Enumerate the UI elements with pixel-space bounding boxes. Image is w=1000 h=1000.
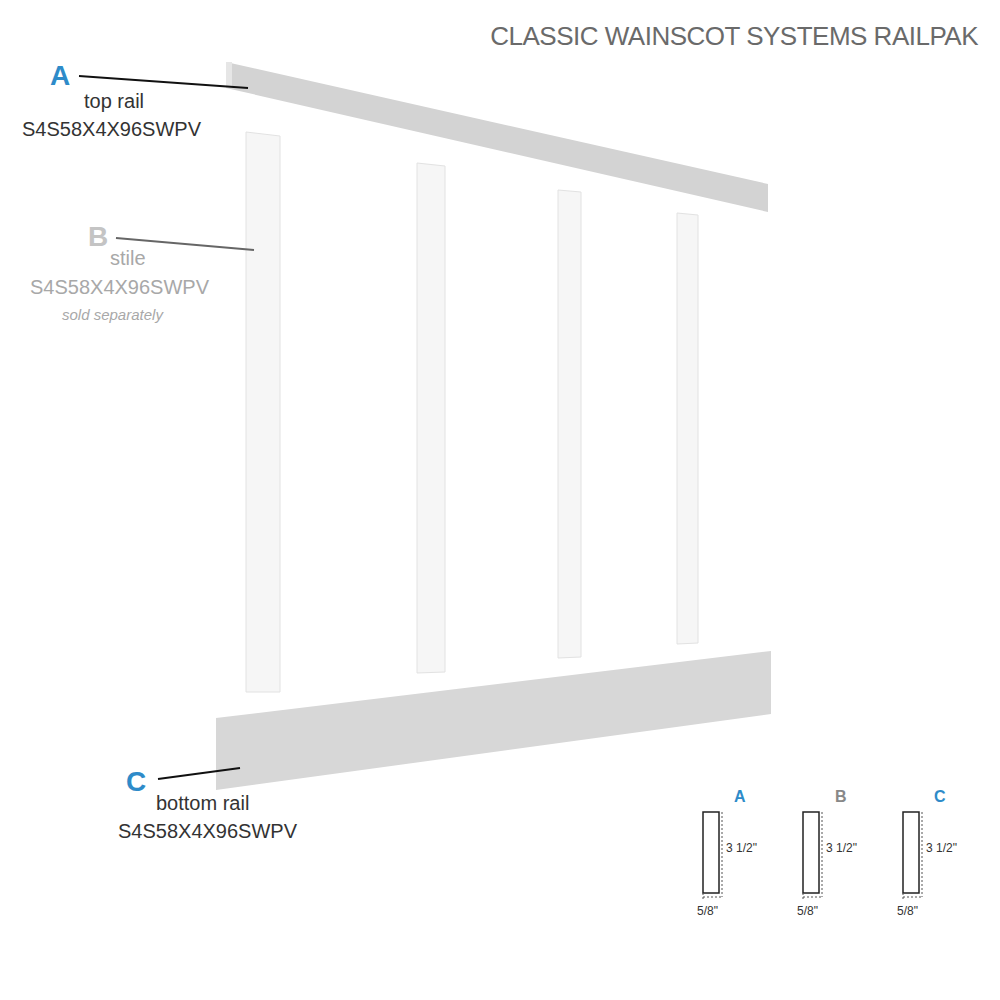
stile-board	[246, 132, 280, 692]
part-name: bottom rail	[156, 792, 249, 815]
callout-letter: C	[934, 788, 946, 806]
callout-letter: A	[734, 788, 746, 806]
dimension: 5/8"	[697, 905, 718, 919]
part-code: S4S58X4X96SWPV	[118, 820, 297, 843]
stile-board	[417, 163, 445, 673]
dimension: 3 1/2"	[726, 842, 757, 856]
part-code: S4S58X4X96SWPV	[30, 276, 209, 299]
cross-section	[903, 812, 922, 900]
dimension: 5/8"	[897, 905, 918, 919]
top-rail-edge	[226, 62, 232, 88]
callout-letter: A	[50, 60, 70, 92]
top-rail-board	[226, 62, 768, 212]
callout-letter: B	[88, 221, 108, 253]
part-name: top rail	[84, 90, 144, 113]
leader-line	[158, 768, 240, 779]
part-code: S4S58X4X96SWPV	[22, 118, 201, 141]
cross-section	[803, 812, 822, 900]
stile-board	[558, 190, 581, 658]
part-name: stile	[110, 247, 146, 270]
note: sold separately	[62, 306, 163, 323]
dimension: 5/8"	[797, 905, 818, 919]
cross-section	[703, 812, 722, 900]
stile-board	[677, 213, 698, 644]
diagram-title: CLASSIC WAINSCOT SYSTEMS RAILPAK	[490, 22, 978, 52]
dimension: 3 1/2"	[926, 842, 957, 856]
callout-letter: B	[835, 788, 847, 806]
dimension: 3 1/2"	[826, 842, 857, 856]
callout-letter: C	[126, 766, 146, 798]
bottom-rail-board	[216, 651, 771, 790]
leader-line	[79, 76, 248, 88]
